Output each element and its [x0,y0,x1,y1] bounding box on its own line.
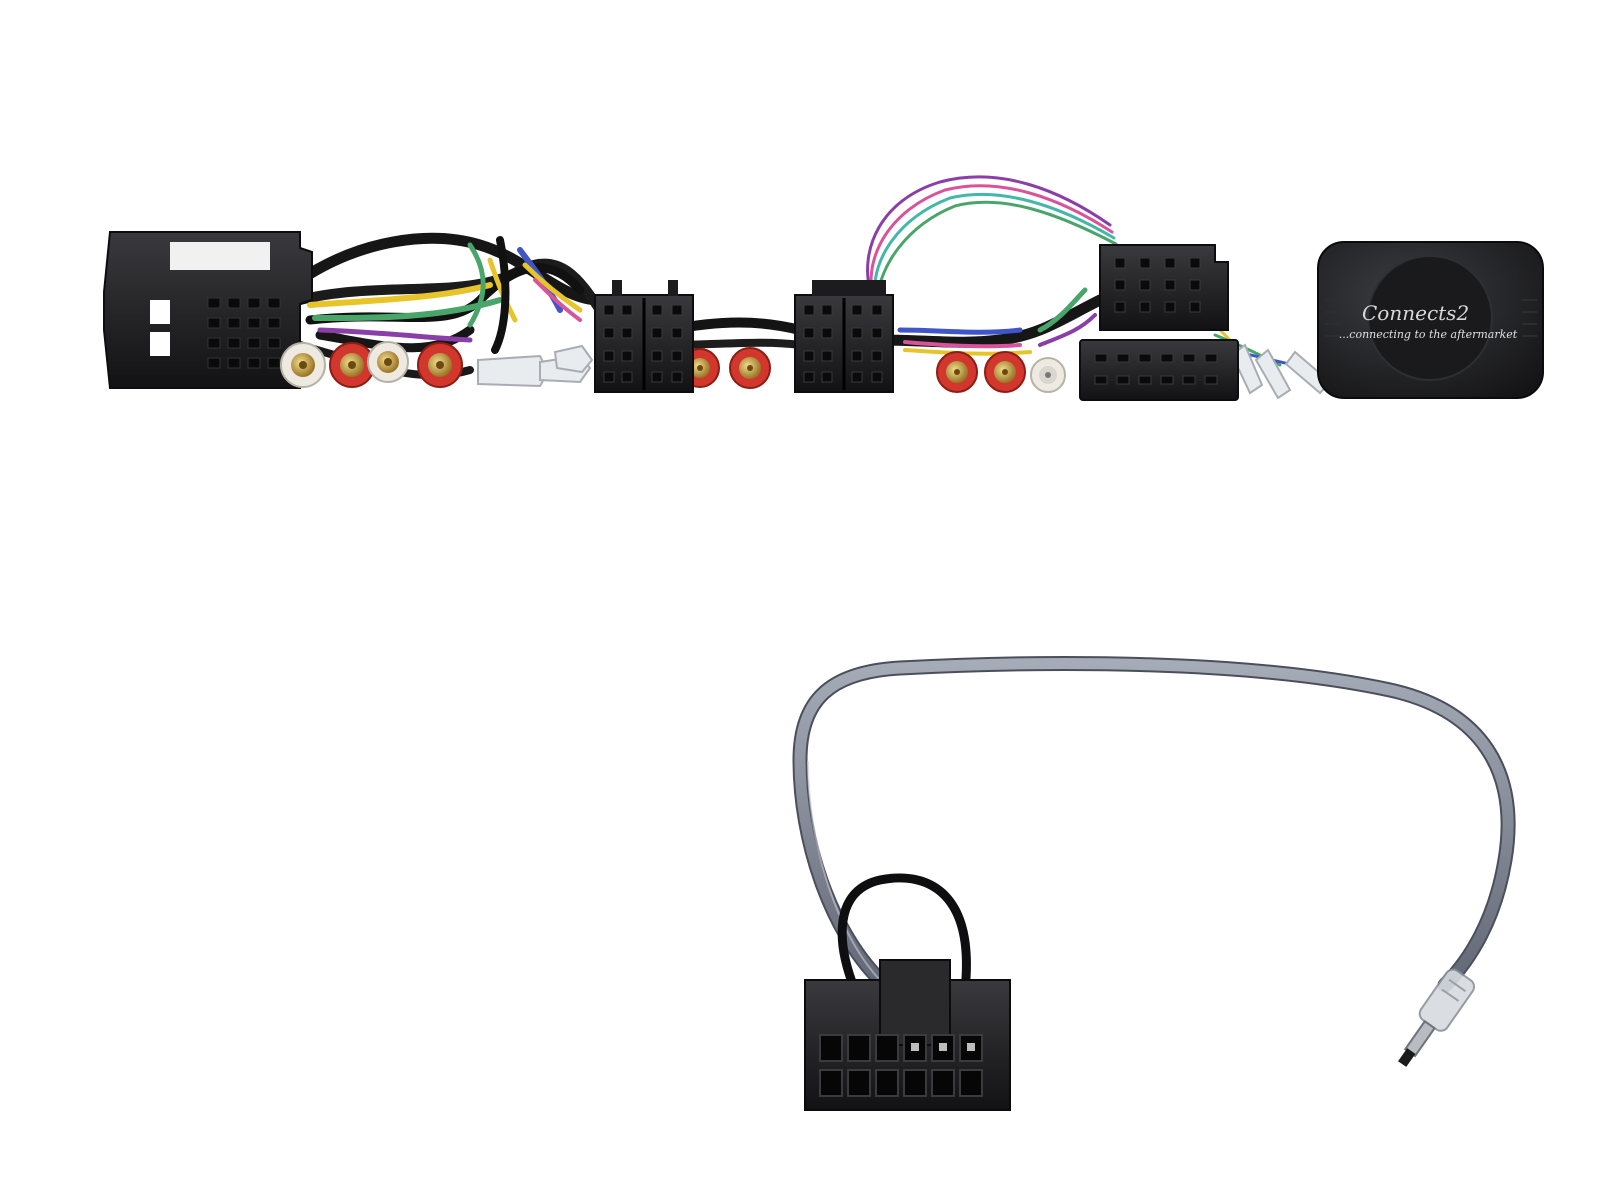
jack-plug [1398,968,1476,1067]
rca-plugs [280,341,1066,393]
iso-connector-left [594,280,694,393]
rca-plug-white-1 [280,342,326,388]
rca-plug-red-5 [936,351,978,393]
logo-brand-text: Connects2 [1362,301,1469,325]
rca-plug-red-6 [984,351,1026,393]
logo-tagline: ...connecting to the aftermarket [1339,328,1518,341]
rca-plug-white-3 [1030,357,1066,393]
rca-plug-red-2 [417,342,463,388]
connects2-logo: Connects2 ...connecting to the aftermark… [1339,301,1518,341]
rca-plug-white-2 [367,341,409,383]
iso-connector-right [794,280,894,393]
patch-lead-cable [792,655,1516,995]
12-pin-connector [804,959,1011,1111]
quadlock-connector [103,231,313,389]
harness-wires [294,175,1307,380]
iso-connector-stack [1079,244,1239,401]
rca-plug-red-4 [729,347,771,389]
interface-module: Connects2 ...connecting to the aftermark… [1317,241,1544,399]
